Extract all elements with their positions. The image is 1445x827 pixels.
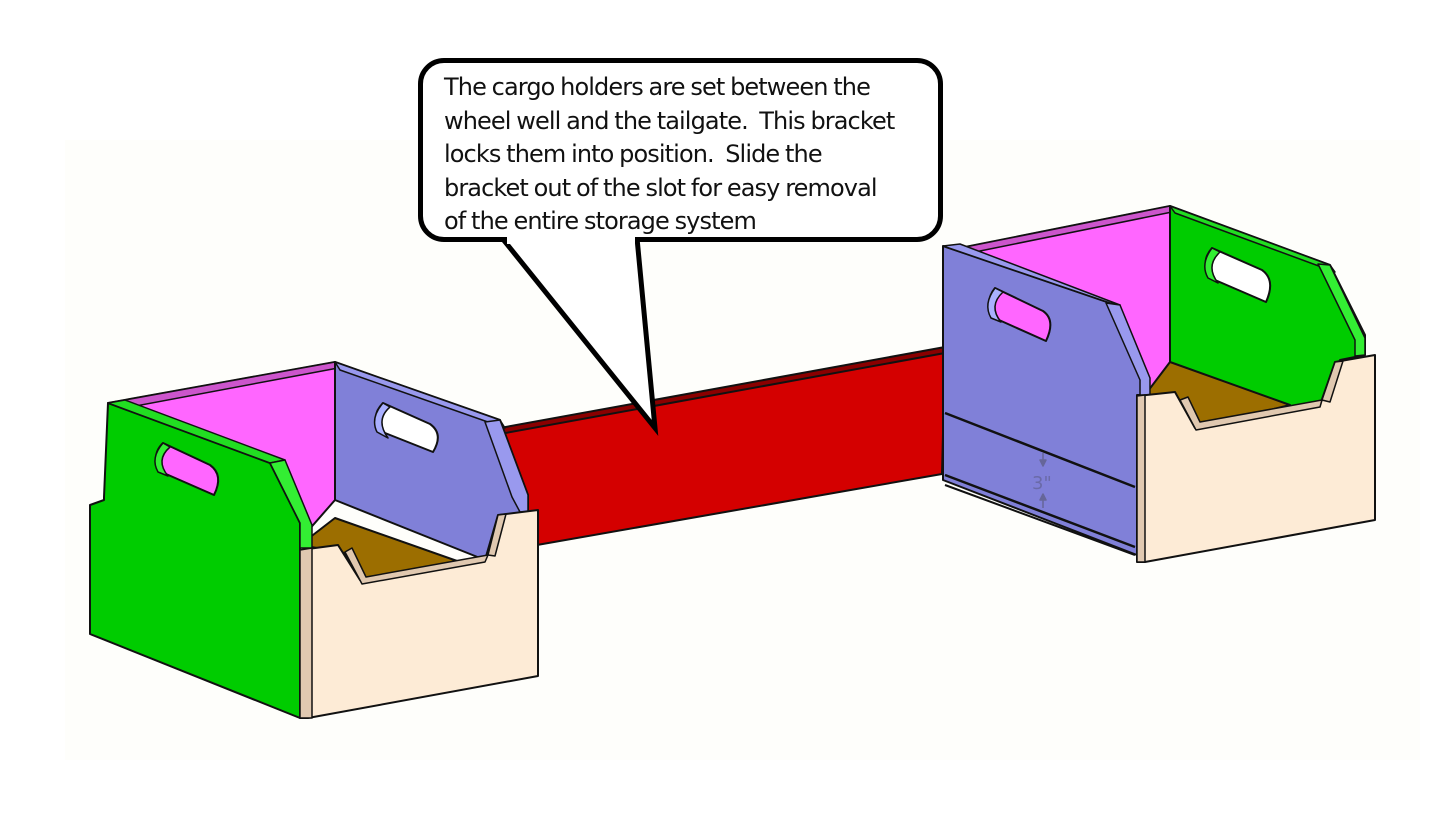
left-cargo-box <box>89 361 539 719</box>
callout-line-2: wheel well and the tailgate. This bracke… <box>444 106 895 135</box>
callout-line-1: The cargo holders are set between the <box>444 73 871 101</box>
callout-pointer <box>500 236 659 437</box>
bracket <box>499 346 946 546</box>
callout-line-3: locks them into position. Slide the <box>444 140 823 168</box>
dimension-label: 3" <box>1032 473 1052 494</box>
callout-line-4: bracket out of the slot for easy removal <box>444 173 878 202</box>
callout-bubble: The cargo holders are set between the wh… <box>418 58 943 242</box>
callout-pointer-join <box>507 236 635 244</box>
dimension-marker <box>1039 453 1047 508</box>
callout-line-5: of the entire storage system <box>444 207 757 235</box>
right-cargo-box: 3" <box>942 205 1376 563</box>
